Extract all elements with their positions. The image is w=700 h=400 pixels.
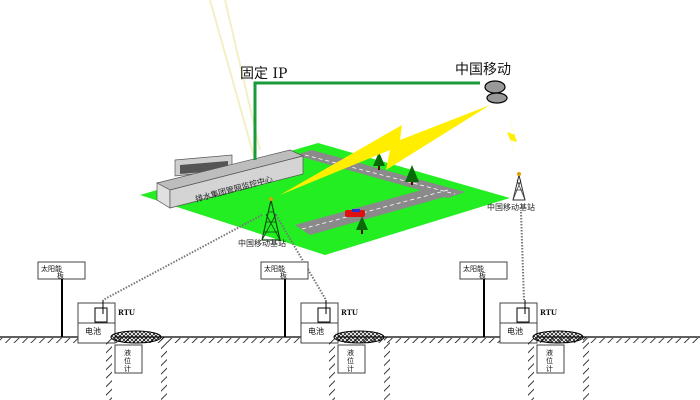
- svg-text:板: 板: [280, 271, 287, 280]
- svg-text:液: 液: [124, 348, 131, 357]
- monitoring-station: 太阳能 板 RTU 电池 液 位 计: [260, 261, 390, 400]
- monitoring-station: 太阳能 板 RTU 电池 液 位 计: [459, 261, 589, 400]
- svg-text:计: 计: [347, 364, 354, 373]
- china-mobile-label: 中国移动: [455, 62, 511, 78]
- battery-label: 电池: [85, 326, 101, 336]
- rtu-device-icon: [94, 307, 108, 323]
- rtu-label: RTU: [540, 308, 557, 317]
- solar-panel-label: 太阳能: [463, 264, 484, 273]
- road: [295, 150, 465, 198]
- tree-icon: [356, 216, 368, 234]
- base-station-tower-icon: [512, 172, 526, 201]
- lightning-bolt-icon: [280, 105, 490, 195]
- svg-text:位: 位: [124, 356, 131, 365]
- base-station-label: 中国移动基站: [238, 238, 286, 248]
- solar-panel-label: 太阳能: [264, 264, 285, 273]
- battery-label: 电池: [507, 326, 523, 336]
- fixed-ip-label: 固定 IP: [240, 66, 287, 82]
- base-station-label: 中国移动基站: [487, 202, 535, 212]
- wireless-link: [102, 211, 525, 301]
- cloud-icon: [484, 80, 508, 104]
- rtu-label: RTU: [118, 308, 135, 317]
- solar-panel-label: 太阳能: [41, 264, 62, 273]
- level-gauge-box: [114, 344, 143, 374]
- tree-icon: [373, 152, 385, 170]
- svg-text:液: 液: [546, 348, 553, 357]
- tree-icon: [405, 165, 419, 185]
- battery-label: 电池: [308, 326, 324, 336]
- rtu-label: RTU: [341, 308, 358, 317]
- svg-text:计: 计: [546, 364, 553, 373]
- base-station-tower-icon: [261, 197, 281, 241]
- svg-text:计: 计: [124, 364, 131, 373]
- svg-text:位: 位: [347, 356, 354, 365]
- lightning-bolt-icon: [507, 115, 519, 162]
- svg-text:板: 板: [57, 271, 64, 280]
- svg-text:位: 位: [546, 356, 553, 365]
- fixed-ip-link: [253, 81, 480, 160]
- monitoring-station: 太阳能 板 RTU 电池 液 位 计: [37, 261, 167, 400]
- svg-text:板: 板: [479, 271, 486, 280]
- svg-text:液: 液: [347, 348, 354, 357]
